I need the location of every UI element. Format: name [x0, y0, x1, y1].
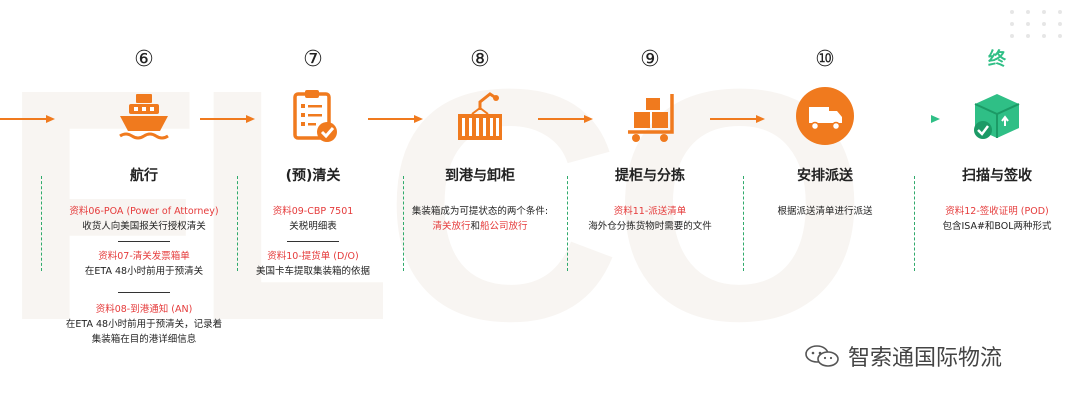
divider-line [41, 176, 42, 271]
step-title: (预)清关 [285, 168, 341, 184]
step-details: 资料12-签收证明 (POD) 包含ISA#和BOL两种形式 [912, 204, 1080, 234]
step-scan-signoff: 终 扫描与签收 资料12-签收证明 (POD) 包含ISA#和BOL两种形式 [912, 0, 1080, 234]
step-details: 根据派送清单进行派送 [740, 204, 910, 219]
decorative-dot-grid [1010, 10, 1066, 38]
condition-carrier-release: 船公司放行 [480, 221, 528, 232]
step-pickup-sorting: ⑨ 提柜与分拣 资料11-派送清单 海外仓分拣货物时需要的文件 [565, 0, 735, 234]
step-arrival-unloading: ⑧ 到港与卸柜 集装箱成为可提状态的两个条件: 清关放行和船公司放行 [395, 0, 565, 234]
doc-description: 在ETA 48小时前用于预清关 [84, 266, 204, 277]
step-title: 航行 [130, 168, 158, 184]
doc-description: 海外仓分拣货物时需要的文件 [588, 221, 712, 232]
step-arrange-delivery: ⑩ 安排派送 根据派送清单进行派送 [740, 0, 910, 219]
step-title: 安排派送 [797, 168, 853, 184]
delivery-truck-icon [795, 86, 855, 146]
flow-arrow [368, 114, 423, 124]
condition-list: 清关放行和船公司放行 [395, 219, 565, 234]
brand-watermark: 智索通国际物流 [804, 340, 1002, 372]
conjunction: 和 [470, 221, 480, 232]
separator [118, 292, 170, 293]
doc-description: 关税明细表 [289, 221, 337, 232]
doc-description: 集装箱在目的港详细信息 [91, 334, 197, 345]
step-number: ⑩ [815, 47, 835, 72]
brand-name: 智索通国际物流 [848, 346, 1003, 371]
step-details: 集装箱成为可提状态的两个条件: 清关放行和船公司放行 [395, 204, 565, 234]
step-details: 资料09-CBP 7501 关税明细表 资料10-提货单 (D/O) 美国卡车提… [228, 204, 398, 279]
doc-description: 美国卡车提取集装箱的依据 [255, 266, 370, 277]
step-customs-clearance: ⑦ (预)清关 资料09-CBP 7501 关税明细表 资料10-提货单 (D/… [228, 0, 398, 279]
divider-line [237, 176, 238, 271]
step-title: 扫描与签收 [962, 168, 1032, 184]
step-number-final: 终 [988, 49, 1006, 70]
step-sailing: ⑥ 航行 资料06-POA (Power of Attorney) 收货人向美国… [59, 0, 229, 347]
doc-label: 资料06-POA (Power of Attorney) [69, 206, 219, 217]
doc-label: 资料10-提货单 (D/O) [267, 251, 359, 262]
step-number: ⑨ [640, 47, 660, 72]
wechat-icon [805, 345, 839, 367]
separator [287, 241, 339, 242]
step-number: ⑥ [134, 47, 154, 72]
doc-description: 收货人向美国报关行授权清关 [82, 221, 206, 232]
flow-arrow [538, 114, 593, 124]
divider-line [567, 176, 568, 271]
doc-description: 包含ISA#和BOL两种形式 [942, 221, 1052, 232]
doc-label: 资料12-签收证明 (POD) [945, 206, 1049, 217]
step-description: 根据派送清单进行派送 [777, 206, 873, 217]
divider-line [403, 176, 404, 271]
doc-label: 资料07-清关发票箱单 [98, 251, 190, 262]
divider-line [743, 176, 744, 271]
condition-intro: 集装箱成为可提状态的两个条件: [411, 206, 549, 217]
step-details: 资料11-派送清单 海外仓分拣货物时需要的文件 [565, 204, 735, 234]
ship-icon [114, 86, 174, 146]
condition-customs-release: 清关放行 [432, 221, 471, 232]
doc-label: 资料11-派送清单 [613, 206, 687, 217]
step-number: ⑦ [303, 47, 323, 72]
clipboard-check-icon [283, 86, 343, 146]
package-check-icon [967, 86, 1027, 146]
separator [118, 241, 170, 242]
step-number: ⑧ [470, 47, 490, 72]
doc-description: 在ETA 48小时前用于预清关，记录着 [65, 319, 223, 330]
step-details: 资料06-POA (Power of Attorney) 收货人向美国报关行授权… [59, 204, 229, 347]
flow-arrow [885, 114, 940, 124]
doc-label: 资料08-到港通知 (AN) [95, 304, 193, 315]
doc-label: 资料09-CBP 7501 [272, 206, 354, 217]
flow-arrow [710, 114, 765, 124]
divider-line [914, 176, 915, 271]
flow-arrow [200, 114, 255, 124]
step-title: 提柜与分拣 [615, 168, 685, 184]
step-title: 到港与卸柜 [445, 168, 515, 184]
trolley-boxes-icon [620, 86, 680, 146]
container-crane-icon [450, 86, 510, 146]
flow-arrow [0, 114, 55, 124]
